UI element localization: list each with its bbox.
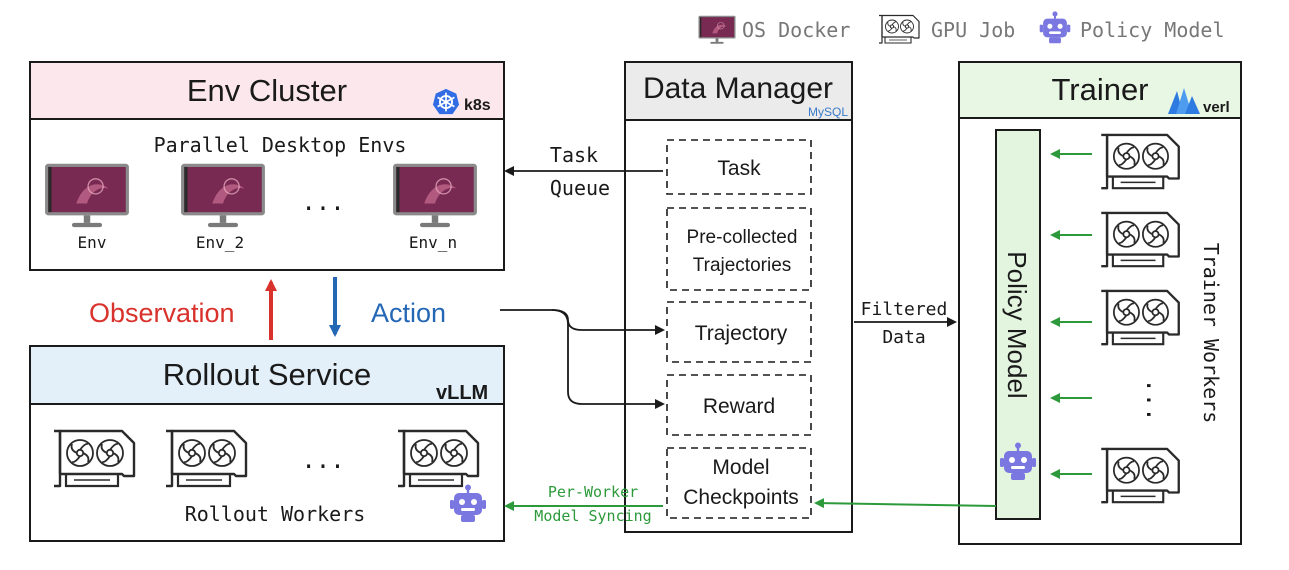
env-cluster-title: Env Cluster [187, 73, 347, 108]
task-slot [666, 139, 812, 195]
policy-model-label: Policy Model [1002, 251, 1032, 398]
rollout-service-panel: Rollout Service vLLM ... Rollout Workers [29, 345, 505, 542]
filtered-data-flow: Filtered Data [854, 299, 957, 348]
rollout-ellipsis: ... [301, 446, 344, 474]
filtered-data-label-1: Filtered [861, 299, 948, 320]
trajectory-slot [666, 301, 812, 363]
legend-os-docker: OS Docker [742, 18, 850, 42]
action-label: Action [371, 298, 446, 328]
precollected-label-2: Trajectories [693, 255, 792, 276]
model-sync-label-2: Model Syncing [534, 507, 651, 525]
vllm-badge: vLLM [436, 382, 488, 404]
checkpoints-label-2: Checkpoints [683, 486, 799, 509]
task-queue-flow: Task Queue [504, 143, 663, 200]
precollected-label-1: Pre-collected [687, 227, 798, 248]
task-slot-label: Task [717, 157, 761, 180]
legend: OS Docker GPU Job Policy Model [698, 11, 1225, 45]
verl-badge: verl [1203, 99, 1230, 116]
policy-model-icon [1038, 11, 1072, 45]
legend-gpu-job: GPU Job [931, 18, 1015, 42]
data-manager-panel: Data Manager MySQL Task Pre-collected Tr… [624, 61, 853, 533]
reward-slot [666, 374, 812, 436]
reward-slot-label: Reward [703, 395, 775, 418]
k8s-badge: k8s [464, 97, 491, 114]
checkpoints-label-1: Model [712, 456, 769, 479]
env-cluster-header [29, 61, 505, 120]
checkpoint-save-arrow [814, 498, 997, 509]
rollout-data-flow [500, 309, 665, 409]
rollout-header [29, 345, 505, 405]
trajectory-slot-label: Trajectory [695, 322, 788, 345]
legend-policy-model: Policy Model [1080, 18, 1225, 42]
filtered-data-label-2: Data [882, 327, 925, 348]
observation-action-flow: Observation Action [89, 277, 446, 340]
data-manager-title: Data Manager [643, 72, 833, 105]
to-reward-arrow [551, 309, 665, 409]
env-ellipsis: ... [301, 188, 344, 216]
trainer-workers-label: Trainer Workers [1199, 243, 1223, 424]
env-label: Env_n [409, 233, 457, 252]
precollected-slot [666, 207, 812, 291]
mysql-badge: MySQL [808, 105, 848, 119]
trainer-title: Trainer [1051, 72, 1148, 107]
env-label: Env [78, 233, 107, 252]
task-queue-label-1: Task [550, 143, 598, 167]
task-queue-label-2: Queue [550, 176, 610, 200]
os-docker-icon [698, 15, 736, 45]
rollout-workers-label: Rollout Workers [185, 502, 366, 526]
trainer-ellipsis: ... [1141, 378, 1169, 421]
env-cluster-panel: Env Cluster k8s Parallel Desktop Envs En… [29, 61, 505, 271]
env-label: Env_2 [196, 233, 244, 252]
rollout-title: Rollout Service [163, 357, 371, 392]
parallel-envs-label: Parallel Desktop Envs [154, 133, 407, 157]
observation-label: Observation [89, 298, 235, 328]
data-manager-header [624, 61, 853, 121]
checkpoints-slot [666, 447, 812, 519]
trainer-panel: Trainer verl Policy Model ... Trainer Wo… [958, 61, 1242, 545]
model-sync-label-1: Per-Worker [548, 483, 638, 501]
model-sync-flow: Per-Worker Model Syncing [504, 483, 997, 525]
gpu-job-icon [878, 14, 920, 44]
